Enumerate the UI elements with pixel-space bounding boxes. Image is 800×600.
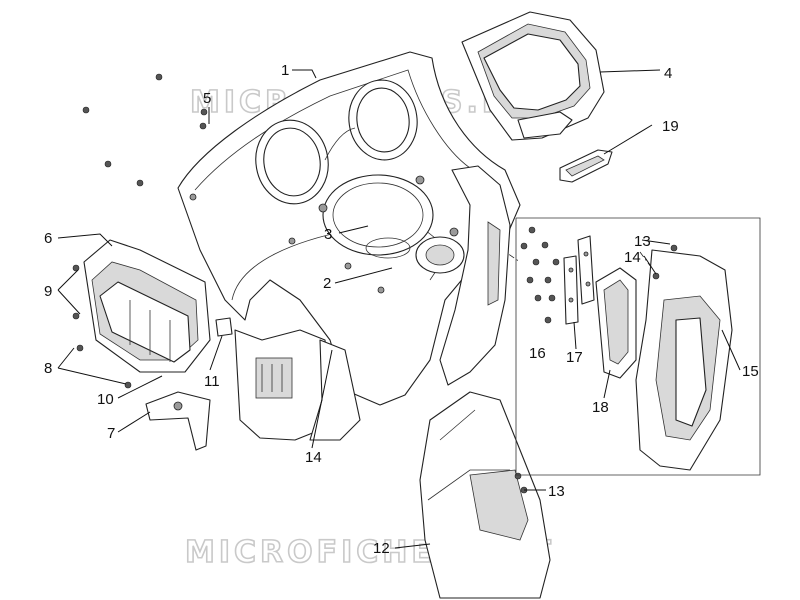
callout-18: 18 [592, 399, 609, 416]
part-7-bracket[interactable] [145, 391, 211, 451]
callout-15: 15 [742, 363, 759, 380]
callout-19: 19 [662, 118, 679, 135]
leader-lines [57, 69, 741, 549]
callout-11: 11 [204, 373, 220, 390]
callout-17: 17 [566, 349, 583, 366]
callout-14-right: 14 [624, 249, 641, 266]
callout-12: 12 [373, 540, 390, 557]
part-12-leg-shield-lower[interactable] [419, 391, 551, 599]
callout-16: 16 [529, 345, 546, 362]
subassembly-frame [515, 217, 761, 476]
callout-14-center: 14 [305, 449, 322, 466]
part-19-trim-piece[interactable] [559, 149, 613, 183]
part-4-cluster-cover[interactable] [461, 11, 605, 141]
callout-6: 6 [44, 230, 52, 247]
part-18-latch-plate[interactable] [595, 267, 637, 379]
part-6-storage-tray[interactable] [72, 239, 211, 389]
callout-4: 4 [664, 65, 672, 82]
part-17-strips[interactable] [563, 235, 595, 325]
callout-7: 7 [107, 425, 115, 442]
part-15-side-panel[interactable] [635, 244, 733, 471]
callout-13-lower: 13 [548, 483, 565, 500]
callout-10: 10 [97, 391, 114, 408]
callout-9: 9 [44, 283, 52, 300]
callout-5: 5 [203, 90, 211, 107]
part-11-clip[interactable] [215, 317, 233, 337]
callout-2: 2 [323, 275, 331, 292]
callout-8: 8 [44, 360, 52, 377]
callout-13-upper: 13 [634, 233, 651, 250]
part-5-screws[interactable] [82, 73, 208, 187]
part-16-nuts[interactable] [520, 226, 560, 324]
part-1-inner-shield[interactable] [177, 51, 521, 441]
callout-1: 1 [281, 62, 289, 79]
callout-labels: 1 2 3 4 5 6 7 8 9 10 11 12 13 13 14 14 1… [44, 62, 759, 557]
callout-3: 3 [324, 226, 332, 243]
